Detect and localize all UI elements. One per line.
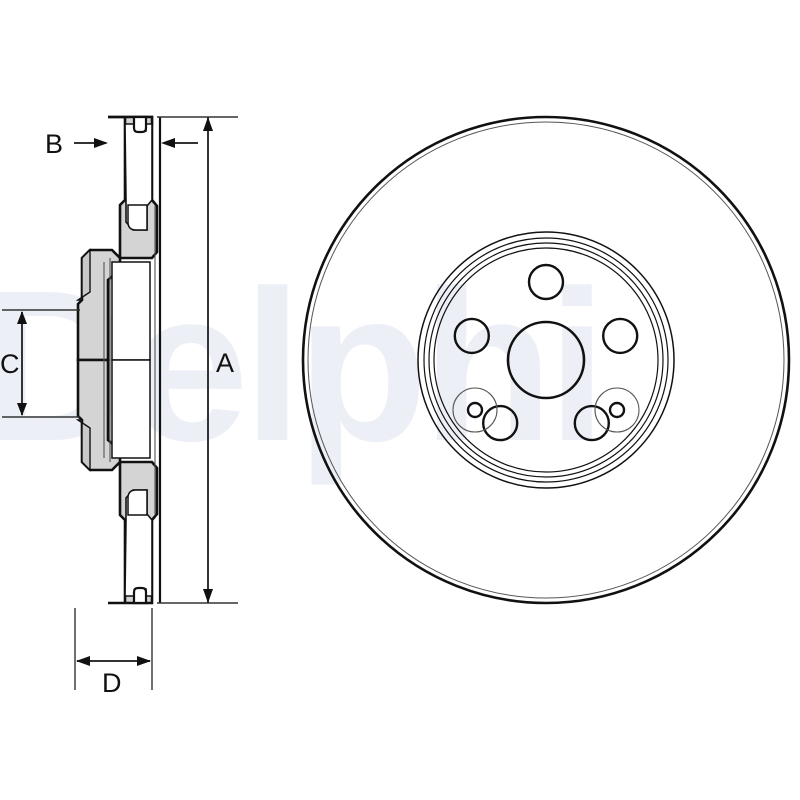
- bolt-hole: [482, 404, 519, 442]
- dim-a-label: A: [216, 348, 234, 378]
- disc-outer-circle: [301, 115, 791, 605]
- locating-hole-ring: [594, 387, 640, 433]
- dimension-a: A: [157, 116, 238, 604]
- hub-ring-4: [433, 247, 659, 473]
- section-hub-step-bottom: [75, 419, 91, 472]
- dim-d-label: D: [102, 668, 122, 698]
- dim-c-arrow-bottom: [17, 403, 27, 416]
- section-hat-cavity-lower: [111, 359, 151, 459]
- dim-b-label: B: [45, 129, 63, 159]
- section-vent-pocket-top: [127, 204, 148, 231]
- dim-a-arrow-bottom: [203, 589, 213, 603]
- bolt-hole: [573, 404, 610, 442]
- bolt-hole: [602, 317, 639, 355]
- bolt-hole: [527, 263, 565, 301]
- dimension-c: C: [0, 309, 80, 418]
- dim-d-arrow-left: [76, 656, 90, 666]
- dimension-d: D: [74, 608, 153, 698]
- section-vent-pocket-bottom: [127, 489, 148, 516]
- dim-a-arrow-top: [203, 117, 213, 131]
- dim-c-arrow-top: [17, 311, 27, 324]
- locating-hole-right: [594, 387, 640, 433]
- section-rim-notch-top: [132, 115, 148, 134]
- hub-ring-2: [423, 237, 669, 483]
- locating-hole-ring: [452, 387, 498, 433]
- dim-d-arrow-right: [137, 656, 151, 666]
- dim-b-arrow-left: [94, 138, 108, 148]
- bolt-hole: [453, 317, 490, 355]
- locating-hole-left: [452, 387, 498, 433]
- section-rim-notch-bottom: [132, 586, 148, 605]
- section-hub-step-top: [75, 248, 91, 301]
- center-bore: [506, 320, 586, 400]
- hub-ring-1: [417, 231, 675, 489]
- dim-b-arrow-right: [161, 138, 175, 148]
- locating-hole-bore: [466, 401, 484, 419]
- section-view: [75, 115, 162, 605]
- face-view: [301, 115, 791, 605]
- section-hat-cavity: [111, 261, 151, 361]
- locating-hole-bore: [608, 401, 626, 419]
- hub-ring-3: [428, 242, 664, 478]
- dim-c-label: C: [0, 349, 20, 379]
- disc-outer-circle-inner-edge: [307, 121, 785, 599]
- dimension-b: B: [45, 129, 198, 159]
